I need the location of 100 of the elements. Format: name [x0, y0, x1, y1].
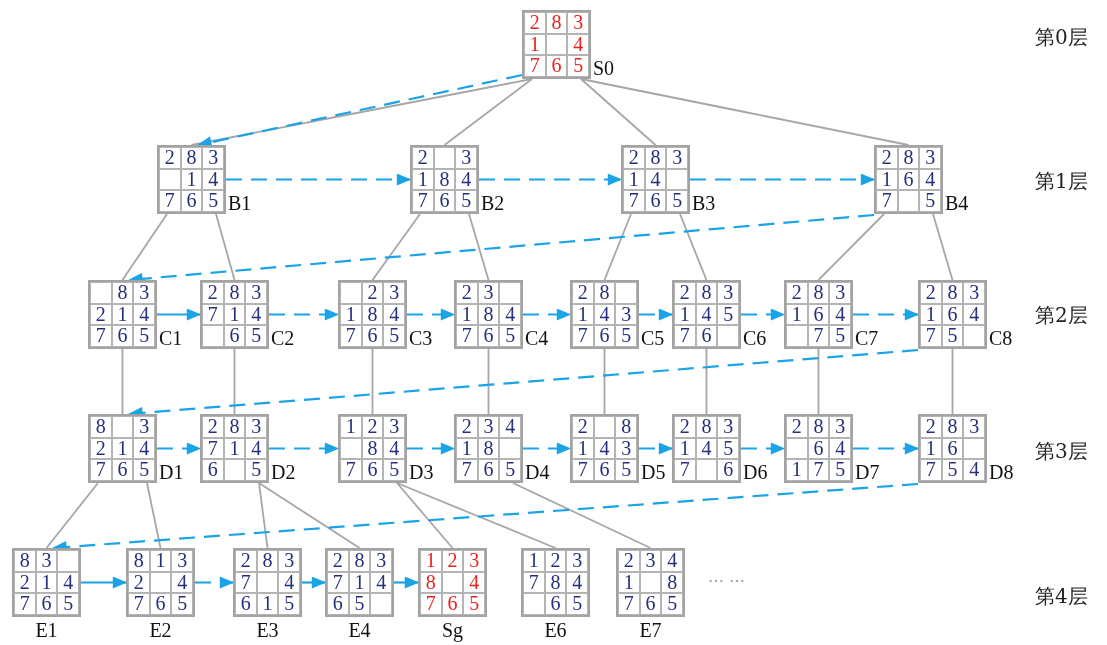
connector-line: [932, 213, 954, 281]
dashed-arrow: [226, 173, 412, 186]
dashed-arrow: [690, 173, 876, 186]
puzzle-cell: 3: [717, 282, 739, 304]
puzzle-cell: 2: [202, 416, 224, 438]
puzzle-cell: 6: [593, 459, 616, 481]
puzzle-cell: 2: [456, 416, 478, 438]
puzzle-cell: 7: [90, 325, 112, 347]
puzzle-cell: 5: [348, 593, 371, 615]
puzzle-cell: 4: [695, 437, 718, 460]
puzzle-cell: 3: [566, 550, 588, 572]
puzzle-cell: 5: [463, 593, 485, 615]
puzzle-cell: [441, 571, 464, 594]
puzzle-cell: 7: [523, 571, 545, 594]
connector-line: [951, 348, 954, 415]
puzzle-cell: 8: [544, 571, 567, 594]
puzzle-cell: 6: [941, 437, 964, 460]
puzzle-cell: [340, 437, 362, 460]
puzzle-cell: 4: [463, 571, 485, 594]
puzzle-cell: 4: [57, 571, 79, 594]
puzzle-cell: 2: [524, 12, 546, 34]
puzzle-grid: [784, 414, 853, 483]
dashed-arrow: [479, 173, 623, 186]
puzzle-cell: 4: [499, 416, 521, 438]
puzzle-cell: 8: [420, 571, 442, 594]
dashed-arrow: [853, 308, 920, 321]
puzzle-cell: 6: [807, 437, 830, 460]
puzzle-cell: 5: [245, 459, 267, 481]
puzzle-cell: 8: [477, 437, 500, 460]
puzzle-cell: 2: [327, 550, 349, 572]
puzzle-cell: 1: [456, 437, 478, 460]
puzzle-cell: 4: [695, 303, 718, 326]
puzzle-cell: 3: [717, 416, 739, 438]
puzzle-grid: [233, 548, 302, 617]
puzzle-cell: 8: [433, 168, 456, 191]
puzzle-cell: [717, 325, 739, 347]
puzzle-cell: 1: [348, 571, 371, 594]
puzzle-cell: 7: [572, 459, 594, 481]
puzzle-cell: 3: [35, 550, 58, 572]
puzzle-cell: 4: [455, 168, 477, 191]
puzzle-cell: 4: [383, 437, 405, 460]
node-label: E2: [148, 620, 173, 640]
node-label: B2: [481, 193, 505, 213]
puzzle-grid: [570, 414, 639, 483]
puzzle-cell: 7: [674, 325, 696, 347]
puzzle-cell: 8: [615, 416, 637, 438]
puzzle-cell: 3: [455, 147, 477, 169]
puzzle-cell: 7: [128, 593, 150, 615]
puzzle-grid: [454, 280, 523, 349]
puzzle-cell: 8: [90, 416, 112, 438]
puzzle-cell: 8: [545, 12, 568, 34]
puzzle-grid: [12, 548, 81, 617]
puzzle-cell: 2: [920, 416, 942, 438]
connector-line: [512, 482, 652, 549]
puzzle-cell: 7: [807, 325, 830, 347]
node-label: D4: [525, 462, 550, 482]
puzzle-cell: 2: [235, 550, 257, 572]
puzzle-cell: 8: [695, 416, 718, 438]
puzzle-cell: 8: [361, 303, 384, 326]
puzzle-cell: 8: [593, 282, 616, 304]
puzzle-cell: 5: [615, 325, 637, 347]
puzzle-cell: 7: [920, 459, 942, 481]
dashed-arrow: [853, 442, 920, 455]
puzzle-cell: [111, 416, 134, 438]
puzzle-cell: 8: [477, 303, 500, 326]
dashed-arrow: [639, 442, 674, 455]
puzzle-grid: [338, 414, 407, 483]
node-label: D3: [409, 462, 434, 482]
puzzle-grid: [418, 548, 487, 617]
puzzle-cell: [963, 437, 985, 460]
connector-line: [580, 78, 657, 146]
puzzle-cell: 1: [876, 168, 898, 191]
puzzle-cell: 3: [171, 550, 193, 572]
puzzle-grid: [672, 414, 741, 483]
puzzle-cell: [666, 168, 688, 191]
puzzle-cell: 5: [383, 459, 405, 481]
connector-line: [817, 213, 885, 281]
puzzle-cell: 1: [340, 303, 362, 326]
puzzle-cell: 6: [235, 593, 257, 615]
dashed-arrow: [523, 442, 572, 455]
puzzle-cell: 6: [695, 325, 718, 347]
puzzle-cell: 8: [644, 147, 667, 169]
puzzle-cell: [786, 325, 808, 347]
puzzle-cell: 8: [807, 282, 830, 304]
puzzle-cell: 5: [666, 190, 688, 212]
puzzle-cell: 5: [383, 325, 405, 347]
puzzle-cell: 4: [829, 437, 851, 460]
puzzle-cell: [223, 459, 246, 481]
puzzle-cell: 2: [618, 550, 640, 572]
node-label: D6: [743, 462, 768, 482]
connector-line: [603, 213, 632, 281]
node-label: C5: [641, 328, 665, 348]
puzzle-cell: 1: [111, 437, 134, 460]
puzzle-cell: 3: [245, 282, 267, 304]
connector-line: [146, 482, 162, 549]
puzzle-cell: 4: [644, 168, 667, 191]
puzzle-cell: 7: [524, 55, 546, 77]
puzzle-cell: 6: [149, 593, 172, 615]
puzzle-cell: 4: [593, 437, 616, 460]
puzzle-grid: [784, 280, 853, 349]
